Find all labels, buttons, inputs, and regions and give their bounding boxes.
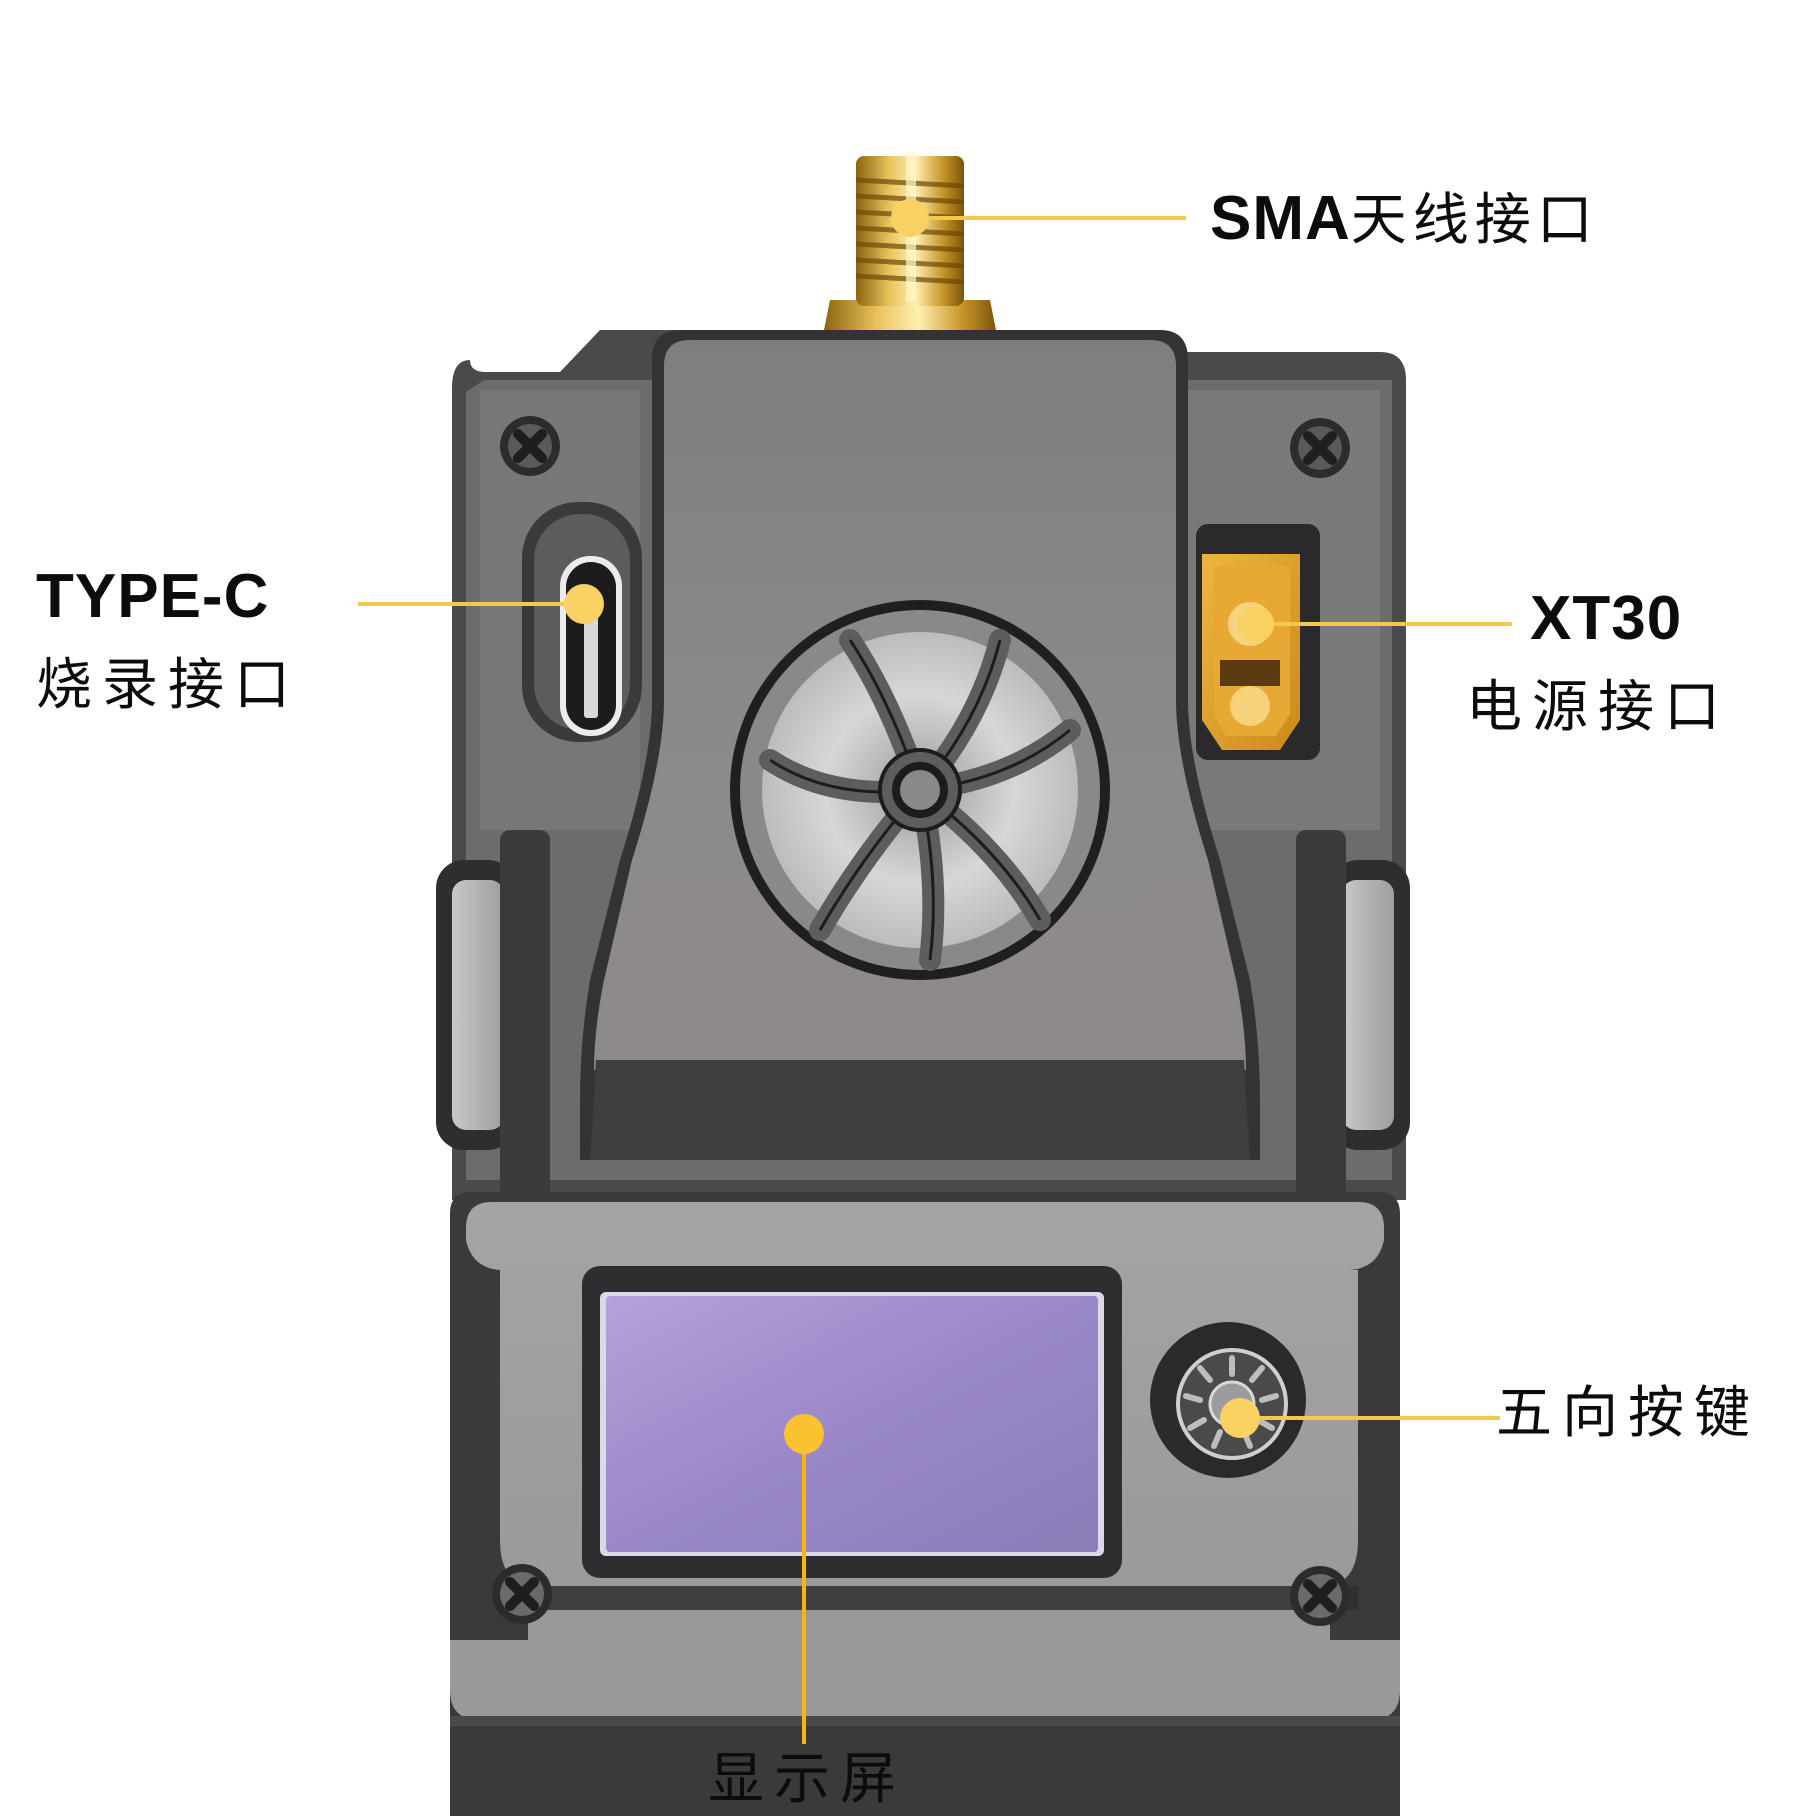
right-side-clip	[1296, 830, 1410, 1200]
sma-connector-icon	[824, 152, 996, 330]
label-display: 显示屏	[708, 1752, 906, 1808]
display-screen	[582, 1266, 1122, 1578]
label-five-way-cn: 五向按键	[1496, 1381, 1760, 1446]
label-five-way-button: 五向按键	[1496, 1386, 1760, 1442]
callout-five-way	[1220, 1398, 1500, 1438]
label-typec: TYPE-C 烧录接口	[36, 566, 300, 714]
callout-typec	[358, 584, 604, 624]
label-sma-cn: 天线接口	[1350, 188, 1599, 253]
label-xt30-en: XT30	[1530, 584, 1683, 653]
label-sma-en: SMA	[1210, 184, 1351, 253]
five-way-button-icon	[1150, 1322, 1306, 1478]
left-side-clip	[436, 830, 550, 1200]
screw-icon	[1290, 418, 1350, 478]
screw-icon	[1290, 1566, 1350, 1626]
screw-icon	[492, 1564, 552, 1624]
device-body	[436, 152, 1410, 1816]
screw-icon	[500, 416, 560, 476]
cooling-fan-icon	[730, 600, 1110, 980]
label-sma-antenna: SMA天线接口	[1210, 188, 1599, 250]
callout-xt30	[1238, 606, 1512, 642]
label-typec-cn: 烧录接口	[36, 653, 300, 718]
callout-sma	[891, 199, 1186, 237]
label-typec-en: TYPE-C	[36, 562, 270, 631]
label-display-cn: 显示屏	[708, 1747, 906, 1812]
label-xt30: XT30 电源接口	[1466, 588, 1730, 736]
callout-display	[784, 1414, 824, 1744]
xt30-connector-icon	[1196, 524, 1320, 760]
label-xt30-cn: 电源接口	[1466, 675, 1730, 740]
